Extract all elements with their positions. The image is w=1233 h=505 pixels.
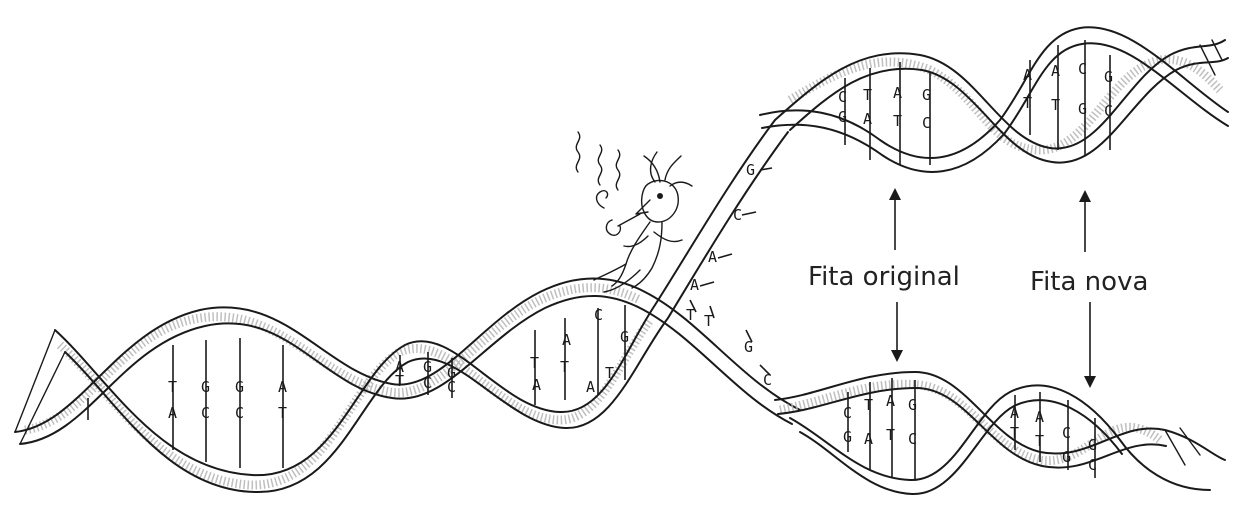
base: A — [864, 430, 873, 448]
enzyme-character-icon — [576, 132, 692, 292]
rung — [718, 254, 732, 258]
upper-strand-b — [760, 27, 1228, 158]
base: C — [922, 114, 931, 132]
base: C — [763, 371, 772, 389]
base: A — [586, 378, 595, 396]
base: G — [235, 378, 244, 396]
parent-helix — [15, 120, 800, 492]
base: C — [733, 206, 742, 224]
steam-squiggle — [616, 150, 619, 190]
label-new-strand: Fita nova — [1030, 267, 1148, 297]
base: C — [1088, 456, 1097, 474]
base: G — [922, 86, 931, 104]
arrowhead — [1079, 190, 1091, 202]
hair — [644, 152, 692, 186]
base: A — [1035, 408, 1044, 426]
base: A — [1023, 66, 1032, 84]
base: G — [201, 378, 210, 396]
base: C — [1062, 424, 1071, 442]
base: A — [886, 392, 895, 410]
steam-squiggle — [598, 145, 601, 185]
head — [642, 180, 679, 222]
base: G — [838, 108, 847, 126]
base: T — [886, 426, 895, 444]
bases-left-segment: T G G A A C C T — [168, 378, 287, 422]
upper-strand-a-edge — [790, 58, 1228, 163]
base: T — [893, 112, 902, 130]
base: T — [395, 372, 404, 390]
base: T — [278, 404, 287, 422]
base: T — [1035, 432, 1044, 450]
base: G — [1078, 100, 1087, 118]
arm — [624, 232, 682, 247]
lower-end-cap — [1165, 428, 1200, 465]
upper-daughter-helix: C T A G G A T C A A C G T T G C — [760, 27, 1228, 172]
base: C — [235, 404, 244, 422]
nose — [636, 200, 650, 214]
base: A — [168, 404, 177, 422]
arrowhead — [1084, 376, 1096, 388]
base: G — [746, 161, 755, 179]
base: G — [1104, 68, 1113, 86]
pipe — [606, 214, 640, 235]
steam-squiggle — [576, 132, 579, 172]
base: A — [532, 376, 541, 394]
base: A — [278, 378, 287, 396]
arrowhead — [889, 188, 901, 200]
base: A — [562, 331, 571, 349]
eye — [657, 193, 663, 199]
base: A — [1051, 62, 1060, 80]
base: G — [843, 428, 852, 446]
base: T — [704, 312, 713, 330]
parent-end-cap — [15, 330, 65, 444]
base: C — [423, 374, 432, 392]
pipe-smoke — [597, 191, 608, 208]
base: A — [690, 276, 699, 294]
base: C — [447, 378, 456, 396]
base: T — [1051, 96, 1060, 114]
base: G — [620, 328, 629, 346]
base: T — [168, 378, 177, 396]
base: A — [863, 110, 872, 128]
base: T — [1010, 424, 1019, 442]
base: T — [605, 364, 614, 382]
label-original-strand: Fita original — [808, 262, 960, 292]
annotations: Fita original Fita nova — [808, 188, 1148, 388]
base: T — [863, 86, 872, 104]
base: T — [864, 396, 873, 414]
base: C — [201, 404, 210, 422]
base: T — [530, 354, 539, 372]
free-strand-bases: G C A A T T G C — [686, 161, 772, 389]
rung — [700, 282, 714, 286]
base: C — [594, 306, 603, 324]
base: T — [560, 358, 569, 376]
base: C — [908, 430, 917, 448]
base: A — [708, 248, 717, 266]
base: G — [908, 396, 917, 414]
rung — [742, 212, 756, 215]
base: T — [1023, 94, 1032, 112]
base: C — [838, 88, 847, 106]
base: A — [893, 84, 902, 102]
lower-daughter-helix: C T A G G A T C A A C G T T G C — [775, 372, 1225, 494]
bases-middle: T A C G A T A T — [530, 306, 629, 396]
base: A — [1010, 404, 1019, 422]
base: C — [843, 404, 852, 422]
arrowhead — [891, 350, 903, 362]
base: G — [1062, 448, 1071, 466]
base: C — [1104, 102, 1113, 120]
base: C — [1078, 60, 1087, 78]
base: G — [1088, 436, 1097, 454]
